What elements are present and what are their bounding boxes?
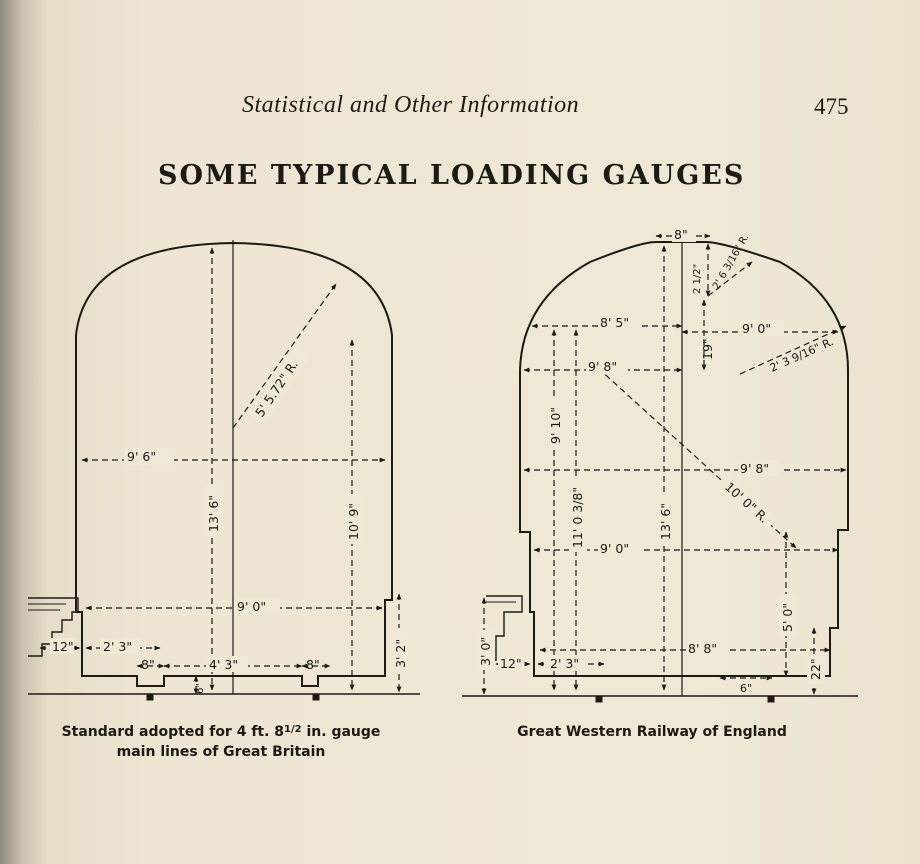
right-dim-w-8-8: 8' 8" (688, 641, 717, 656)
left-dim-rail-8b: 8" (306, 657, 320, 672)
right-dim-h-13-6: 13' 6" (658, 503, 673, 540)
right-dim-h-5-0: 5' 0" (780, 603, 795, 632)
right-gauge-drawing (462, 226, 858, 703)
left-dim-between-rails: 4' 3" (209, 657, 238, 672)
right-dim-edge-12: 12" (500, 656, 522, 671)
right-dim-r-small: 2' 6 3/16" R. (711, 232, 751, 291)
right-dim-top-8: 8" (674, 227, 688, 242)
right-dim-step-2-3: 2' 3" (550, 656, 579, 671)
left-dim-gap-6: 6" (195, 683, 206, 694)
right-dim-w-9-0-b: 9' 0" (600, 541, 629, 556)
left-gauge-outline (75, 241, 393, 687)
left-caption-line-2: main lines of Great Britain (116, 744, 326, 760)
right-dim-r-mid: 2' 3 9/16" R. (768, 335, 835, 375)
right-dim-h-19: 19" (700, 338, 715, 360)
left-gauge-caption: Standard adopted for 4 ft. 81/2 in. gaug… (40, 720, 402, 762)
right-dim-w-8-5: 8' 5" (600, 315, 629, 330)
right-dim-w-9-8-a: 9' 8" (588, 359, 617, 374)
right-dim-h-2-1-2: 2 1/2" (692, 264, 703, 294)
right-dim-h-9-10: 9' 10" (548, 407, 563, 444)
right-dim-w-9-0-a: 9' 0" (742, 321, 771, 336)
left-gauge-labels: 9' 6" 5' 5.72" R. 13' 6" 10' 9" 9' 0" 3'… (50, 344, 410, 694)
left-dim-height-total: 13' 6" (206, 495, 221, 532)
right-dim-h-22: 22" (808, 658, 823, 680)
left-dim-width-lower: 9' 0" (237, 599, 266, 614)
right-gauge-labels: 8" 2 1/2" 2' 6 3/16" R. 8' 5" 9' 0" 19" … (477, 226, 835, 695)
right-dim-step-3-0: 3' 0" (478, 637, 493, 666)
left-gauge-drawing (28, 240, 420, 701)
running-head: Statistical and Other Information (242, 92, 580, 118)
right-dim-h-11-0-3-8: 11' 0 3/8" (570, 487, 585, 548)
left-dim-rail-8a: 8" (141, 657, 155, 672)
left-dim-step-height: 3' 2" (393, 639, 408, 668)
page-title: SOME TYPICAL LOADING GAUGES (158, 160, 746, 191)
right-gauge-caption: Great Western Railway of England (517, 724, 787, 740)
left-caption-line-1: Standard adopted for 4 ft. 81/2 in. gaug… (61, 724, 381, 740)
right-dim-r-large: 10' 0" R. (722, 479, 772, 526)
right-dim-w-9-8-b: 9' 8" (740, 461, 769, 476)
right-dim-gap-6: 6" (740, 682, 752, 695)
left-dim-height-side: 10' 9" (346, 503, 361, 540)
left-dim-edge-12: 12" (52, 639, 74, 654)
right-gauge-outline (519, 241, 849, 677)
left-dim-step-width: 2' 3" (103, 639, 132, 654)
left-dim-width-upper: 9' 6" (127, 449, 156, 464)
page-number: 475 (814, 94, 849, 119)
